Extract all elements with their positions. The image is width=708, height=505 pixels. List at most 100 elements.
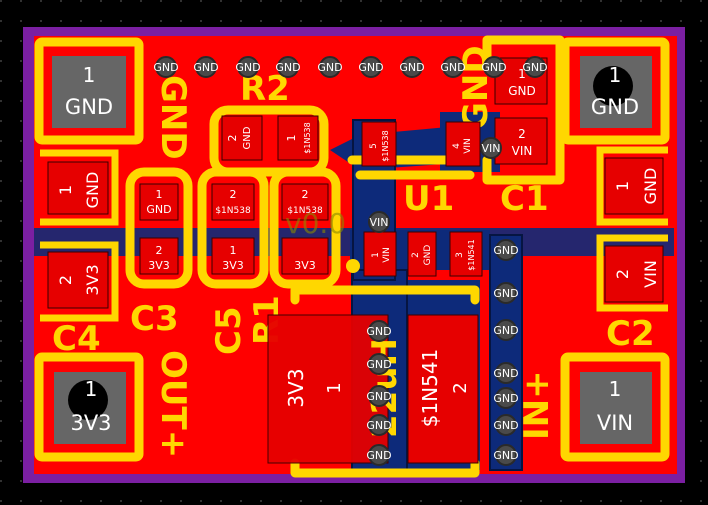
- c2-pad2-num: 2: [613, 269, 632, 279]
- c1-pad2-net: VIN: [512, 144, 533, 158]
- r2-pad1-net: GND: [242, 126, 253, 149]
- c1-pad1-num: 1: [518, 67, 526, 81]
- top-row-0-via: [155, 56, 177, 78]
- c2-component: 1 GND 2 VIN C2: [596, 146, 668, 354]
- u1-pad1-net: VIN: [382, 247, 392, 263]
- top-row-4-via-label: GND: [317, 61, 342, 74]
- corner-pad-bl-net: 3V3: [70, 411, 111, 435]
- l1-pad2-num: 2: [450, 382, 471, 393]
- top-row-9-via: [524, 56, 546, 78]
- c3-component: 1 GND 2 3V3 C3: [125, 167, 193, 339]
- c1-pad1-net: GND: [508, 84, 536, 98]
- u1-pin1-marker: [346, 259, 360, 273]
- right-col-6-via-label: GND: [493, 449, 518, 462]
- gnd-top-label: GND: [153, 75, 193, 160]
- in-plus-label: IN+: [517, 370, 557, 440]
- mid-col-4-via-label: GND: [366, 449, 391, 462]
- top-row-3-via-label: GND: [275, 61, 300, 74]
- top-row-8-via: [483, 56, 505, 78]
- c5-pad1-num: 2: [230, 188, 237, 201]
- right-col-0-via-label: GND: [493, 244, 518, 257]
- u1-pad5-net: $1N538: [381, 130, 390, 161]
- c2-pad1-num: 1: [613, 181, 632, 191]
- r2-pad2-net: $1N538: [303, 122, 312, 153]
- r1-pad1-net: $1N538: [287, 206, 323, 216]
- corner-pad-br-net: VIN: [597, 411, 633, 435]
- c3-pad2-net: 3V3: [148, 259, 170, 272]
- corner-pad-bl-num: 1: [85, 377, 98, 401]
- u1-pad2-net: GND: [423, 245, 433, 266]
- mid-col-4-via: [368, 444, 390, 466]
- u1-left-via: [368, 211, 390, 233]
- c1-pad2-num: 2: [518, 127, 526, 141]
- top-row-5-via-label: GND: [358, 61, 383, 74]
- top-row-4-via: [319, 56, 341, 78]
- u1-left-via-label: VIN: [370, 216, 389, 229]
- corner-pad-tr-num: 1: [609, 63, 622, 87]
- l1-pad2-net: $1N541: [418, 349, 442, 428]
- right-col-3-via-label: GND: [493, 367, 518, 380]
- r1-pad2-net: 3V3: [294, 259, 316, 272]
- right-col-1-via: [495, 282, 517, 304]
- c5-pad2-num: 1: [230, 244, 237, 257]
- top-row-8-via-label: GND: [481, 61, 506, 74]
- c4-pad2-net: 3V3: [83, 264, 102, 295]
- c4-label: C4: [52, 319, 101, 359]
- c3-pad2-num: 2: [156, 244, 163, 257]
- corner-pad-tl: 1 GND: [34, 37, 144, 145]
- right-col-2-via-label: GND: [493, 324, 518, 337]
- top-row-2-via-label: GND: [235, 61, 260, 74]
- right-col-4-via: [495, 387, 517, 409]
- out-plus-label: OUT+: [153, 350, 193, 458]
- top-row-6-via: [401, 56, 423, 78]
- u1-pad4-num: 4: [452, 143, 462, 149]
- mid-col-2-via: [368, 385, 390, 407]
- corner-pad-tl-num: 1: [83, 63, 96, 87]
- mid-col-1-via-label: GND: [366, 358, 391, 371]
- right-col-2-via: [495, 319, 517, 341]
- right-col-5-via: [495, 414, 517, 436]
- top-row-7-via: [442, 56, 464, 78]
- c5-pad1-net: $1N538: [215, 206, 251, 216]
- c4-component: 1 GND 2 3V3 C4: [40, 149, 119, 359]
- right-col-6-via: [495, 444, 517, 466]
- top-row-7-via-label: GND: [440, 61, 465, 74]
- c1-label: C1: [500, 179, 549, 219]
- corner-pad-tr: 1 GND: [560, 37, 670, 145]
- c2-pad1-net: GND: [641, 168, 660, 205]
- u1-pad2-num: 2: [411, 252, 421, 258]
- c4-pad1-net: GND: [83, 172, 102, 209]
- c5-label: C5: [209, 306, 249, 355]
- right-col-4-via-label: GND: [493, 392, 518, 405]
- c2-label: C2: [606, 314, 655, 354]
- corner-pad-tr-net: GND: [591, 95, 639, 119]
- u1-pad1-num: 1: [371, 252, 381, 258]
- r2-pad1-num: 2: [226, 135, 239, 142]
- corner-pad-tl-net: GND: [65, 95, 113, 119]
- corner-pad-bl: 1 3V3: [34, 352, 144, 462]
- l1-pad1-num: 1: [324, 382, 345, 393]
- right-col-5-via-label: GND: [493, 419, 518, 432]
- l1-component: 1 3V3 2 $1N541 22uH: [267, 285, 480, 478]
- c3-pad1-num: 1: [156, 188, 163, 201]
- r2-component: 2 GND 1 $1N538 R2: [209, 69, 329, 177]
- u1-pad3-num: 3: [455, 252, 465, 258]
- c5-pad2-net: 3V3: [222, 259, 244, 272]
- corner-pad-br: 1 VIN: [560, 352, 670, 462]
- right-col-3-via: [495, 362, 517, 384]
- top-row-1-via: [195, 56, 217, 78]
- top-row-1-via-label: GND: [193, 61, 218, 74]
- top-row-6-via-label: GND: [399, 61, 424, 74]
- mid-col-0-via: [368, 320, 390, 342]
- corner-pad-br-num: 1: [609, 377, 622, 401]
- top-row-0-via-label: GND: [153, 61, 178, 74]
- top-row-3-via: [277, 56, 299, 78]
- r2-pad2-num: 1: [285, 135, 298, 142]
- r1-pad1-num: 2: [302, 188, 309, 201]
- c3-label: C3: [130, 299, 179, 339]
- u1-pad3-net: $1N541: [467, 239, 476, 270]
- mid-col-1-via: [368, 353, 390, 375]
- c4-pad2-num: 2: [56, 275, 75, 285]
- u1-pad5-num: 5: [369, 143, 379, 149]
